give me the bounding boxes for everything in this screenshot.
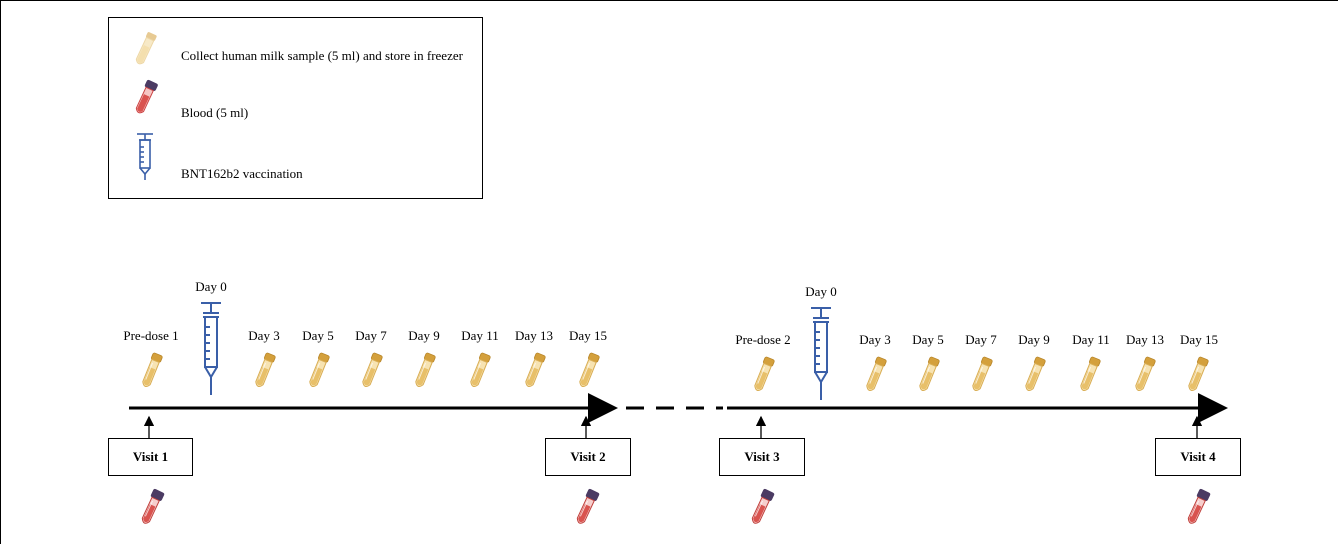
timeline-2-day-label: Day 3 <box>859 332 891 347</box>
milk-tube-icon <box>137 351 165 393</box>
timeline-2-day-label: Day 7 <box>965 332 997 347</box>
syringe-icon <box>806 306 836 402</box>
blood-tube-icon <box>572 487 600 531</box>
timeline-1-day-label: Day 5 <box>302 328 334 343</box>
timeline-2-predose-label: Pre-dose 2 <box>735 332 791 347</box>
timeline-1-day-label: Day 3 <box>248 328 280 343</box>
milk-tube-icon <box>410 351 438 393</box>
timeline-1-day-label: Day 13 <box>515 328 553 343</box>
timeline-2-day-label: Day 13 <box>1126 332 1164 347</box>
blood-tube-icon <box>137 487 165 531</box>
milk-tube-icon <box>465 351 493 393</box>
visit-1-box: Visit 1 <box>108 438 193 476</box>
timeline-1-predose-label: Pre-dose 1 <box>123 328 179 343</box>
milk-tube-icon <box>250 351 278 393</box>
milk-tube-icon <box>1130 355 1158 397</box>
milk-tube-icon <box>967 355 995 397</box>
legend-blood-label: Blood (5 ml) <box>181 105 249 120</box>
milk-tube-icon <box>914 355 942 397</box>
milk-tube-icon <box>520 351 548 393</box>
milk-tube-icon <box>749 355 777 397</box>
legend-row-syringe: BNT162b2 vaccination <box>109 133 482 181</box>
visit-4-box: Visit 4 <box>1155 438 1241 476</box>
timeline-1-day-label: Day 9 <box>408 328 440 343</box>
milk-tube-icon <box>357 351 385 393</box>
timeline-1-day-label: Day 11 <box>461 328 499 343</box>
milk-tube-icon <box>1183 355 1211 397</box>
syringe-icon <box>196 301 226 397</box>
blood-tube-icon <box>747 487 775 531</box>
timeline-2-day-label: Day 11 <box>1072 332 1110 347</box>
milk-tube-icon <box>574 351 602 393</box>
timeline-2-day-label: Day 15 <box>1180 332 1218 347</box>
legend-row-milk: Collect human milk sample (5 ml) and sto… <box>109 30 482 70</box>
blood-tube-icon <box>129 77 161 121</box>
visit-3-box: Visit 3 <box>719 438 805 476</box>
legend-vaccination-label: BNT162b2 vaccination <box>181 166 303 181</box>
blood-tube-icon <box>1183 487 1211 531</box>
timeline-2-day0-label: Day 0 <box>805 284 837 299</box>
timeline-2-day-label: Day 9 <box>1018 332 1050 347</box>
legend-milk-label: Collect human milk sample (5 ml) and sto… <box>181 48 463 63</box>
milk-tube-icon <box>861 355 889 397</box>
syringe-icon <box>131 132 163 180</box>
milk-tube-icon <box>304 351 332 393</box>
timeline-1-day-label: Day 7 <box>355 328 387 343</box>
timeline-1-day-label: Day 15 <box>569 328 607 343</box>
milk-tube-icon <box>1075 355 1103 397</box>
timeline-1-day0-label: Day 0 <box>195 279 227 294</box>
legend: Collect human milk sample (5 ml) and sto… <box>108 17 483 199</box>
milk-tube-icon <box>129 28 161 72</box>
milk-tube-icon <box>1020 355 1048 397</box>
legend-row-blood: Blood (5 ml) <box>109 79 482 123</box>
timeline-2-day-label: Day 5 <box>912 332 944 347</box>
visit-2-box: Visit 2 <box>545 438 631 476</box>
